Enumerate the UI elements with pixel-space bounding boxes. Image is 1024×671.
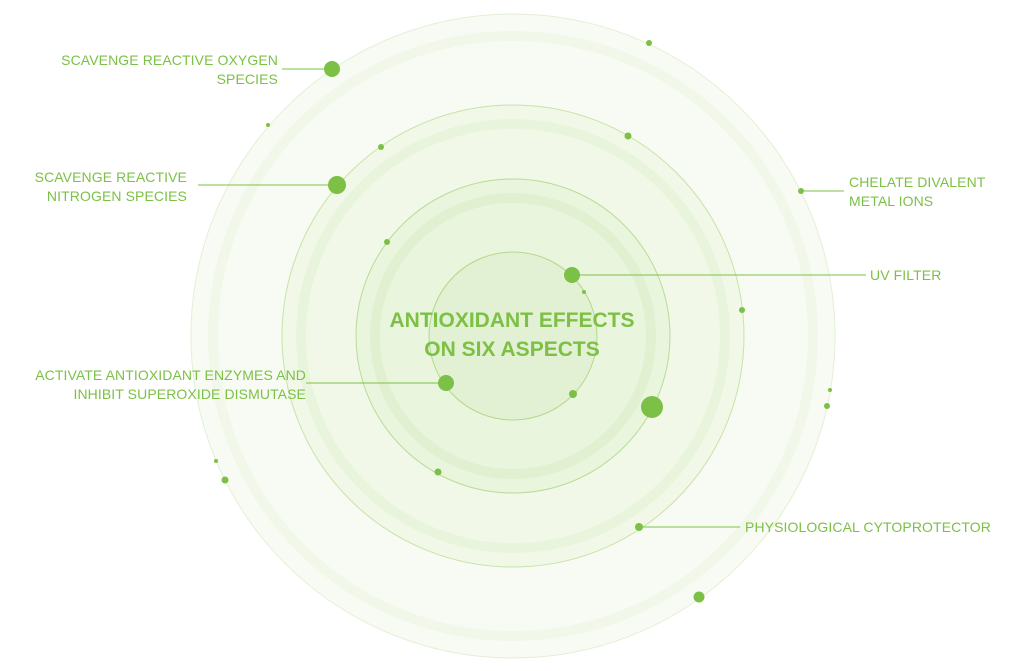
dot-uv [564,267,580,283]
label-line: PHYSIOLOGICAL CYTOPROTECTOR [745,519,991,535]
ring-2-glow [370,193,656,479]
label-cytoprotector: PHYSIOLOGICAL CYTOPROTECTOR [745,518,991,537]
ring-inner [428,251,598,421]
dot [693,591,705,603]
dot [214,459,218,463]
label-line: ACTIVATE ANTIOXIDANT ENZYMES AND [35,367,306,383]
dot-chelate [798,188,804,194]
label-uv-filter: UV FILTER [870,266,941,285]
label-line: SCAVENGE REACTIVE [34,169,187,185]
dots [214,40,832,603]
connector-lines [198,68,866,528]
dot-enzymes [438,375,454,391]
label-line: METAL IONS [849,193,934,209]
label-line: NITROGEN SPECIES [46,188,187,204]
label-scavenge-rns: SCAVENGE REACTIVE NITROGEN SPECIES [35,168,187,206]
dot [266,123,270,127]
dot [824,403,830,409]
dot [569,390,577,398]
dot [434,468,442,476]
dot [828,388,832,392]
dot-ros [324,61,340,77]
center-title: ANTIOXIDANT EFFECTS ON SIX ASPECTS [332,306,692,364]
dot-cyto [635,523,643,531]
dot [624,132,632,140]
concentric-rings [190,13,836,659]
center-title-line2: ON SIX ASPECTS [424,338,600,361]
ring-3-glow [296,119,730,553]
dot [582,290,586,294]
dot-rns [328,176,346,194]
dot [384,239,390,245]
label-line: CHELATE DIVALENT [849,174,986,190]
ring-outer-glow [208,31,818,641]
center-title-line1: ANTIOXIDANT EFFECTS [389,309,635,332]
label-activate-enzymes: ACTIVATE ANTIOXIDANT ENZYMES AND INHIBIT… [35,366,306,404]
label-line: INHIBIT SUPEROXIDE DISMUTASE [73,386,306,402]
label-line: SCAVENGE REACTIVE OXYGEN [61,52,278,68]
dot [739,307,745,313]
label-scavenge-ros: SCAVENGE REACTIVE OXYGEN SPECIES [61,51,278,89]
label-line: UV FILTER [870,267,942,283]
dot [221,476,229,484]
label-chelate-metal: CHELATE DIVALENT METAL IONS [849,173,985,211]
dot-large [641,396,663,418]
label-line: SPECIES [216,71,278,87]
dot [646,40,652,46]
dot [378,144,384,150]
